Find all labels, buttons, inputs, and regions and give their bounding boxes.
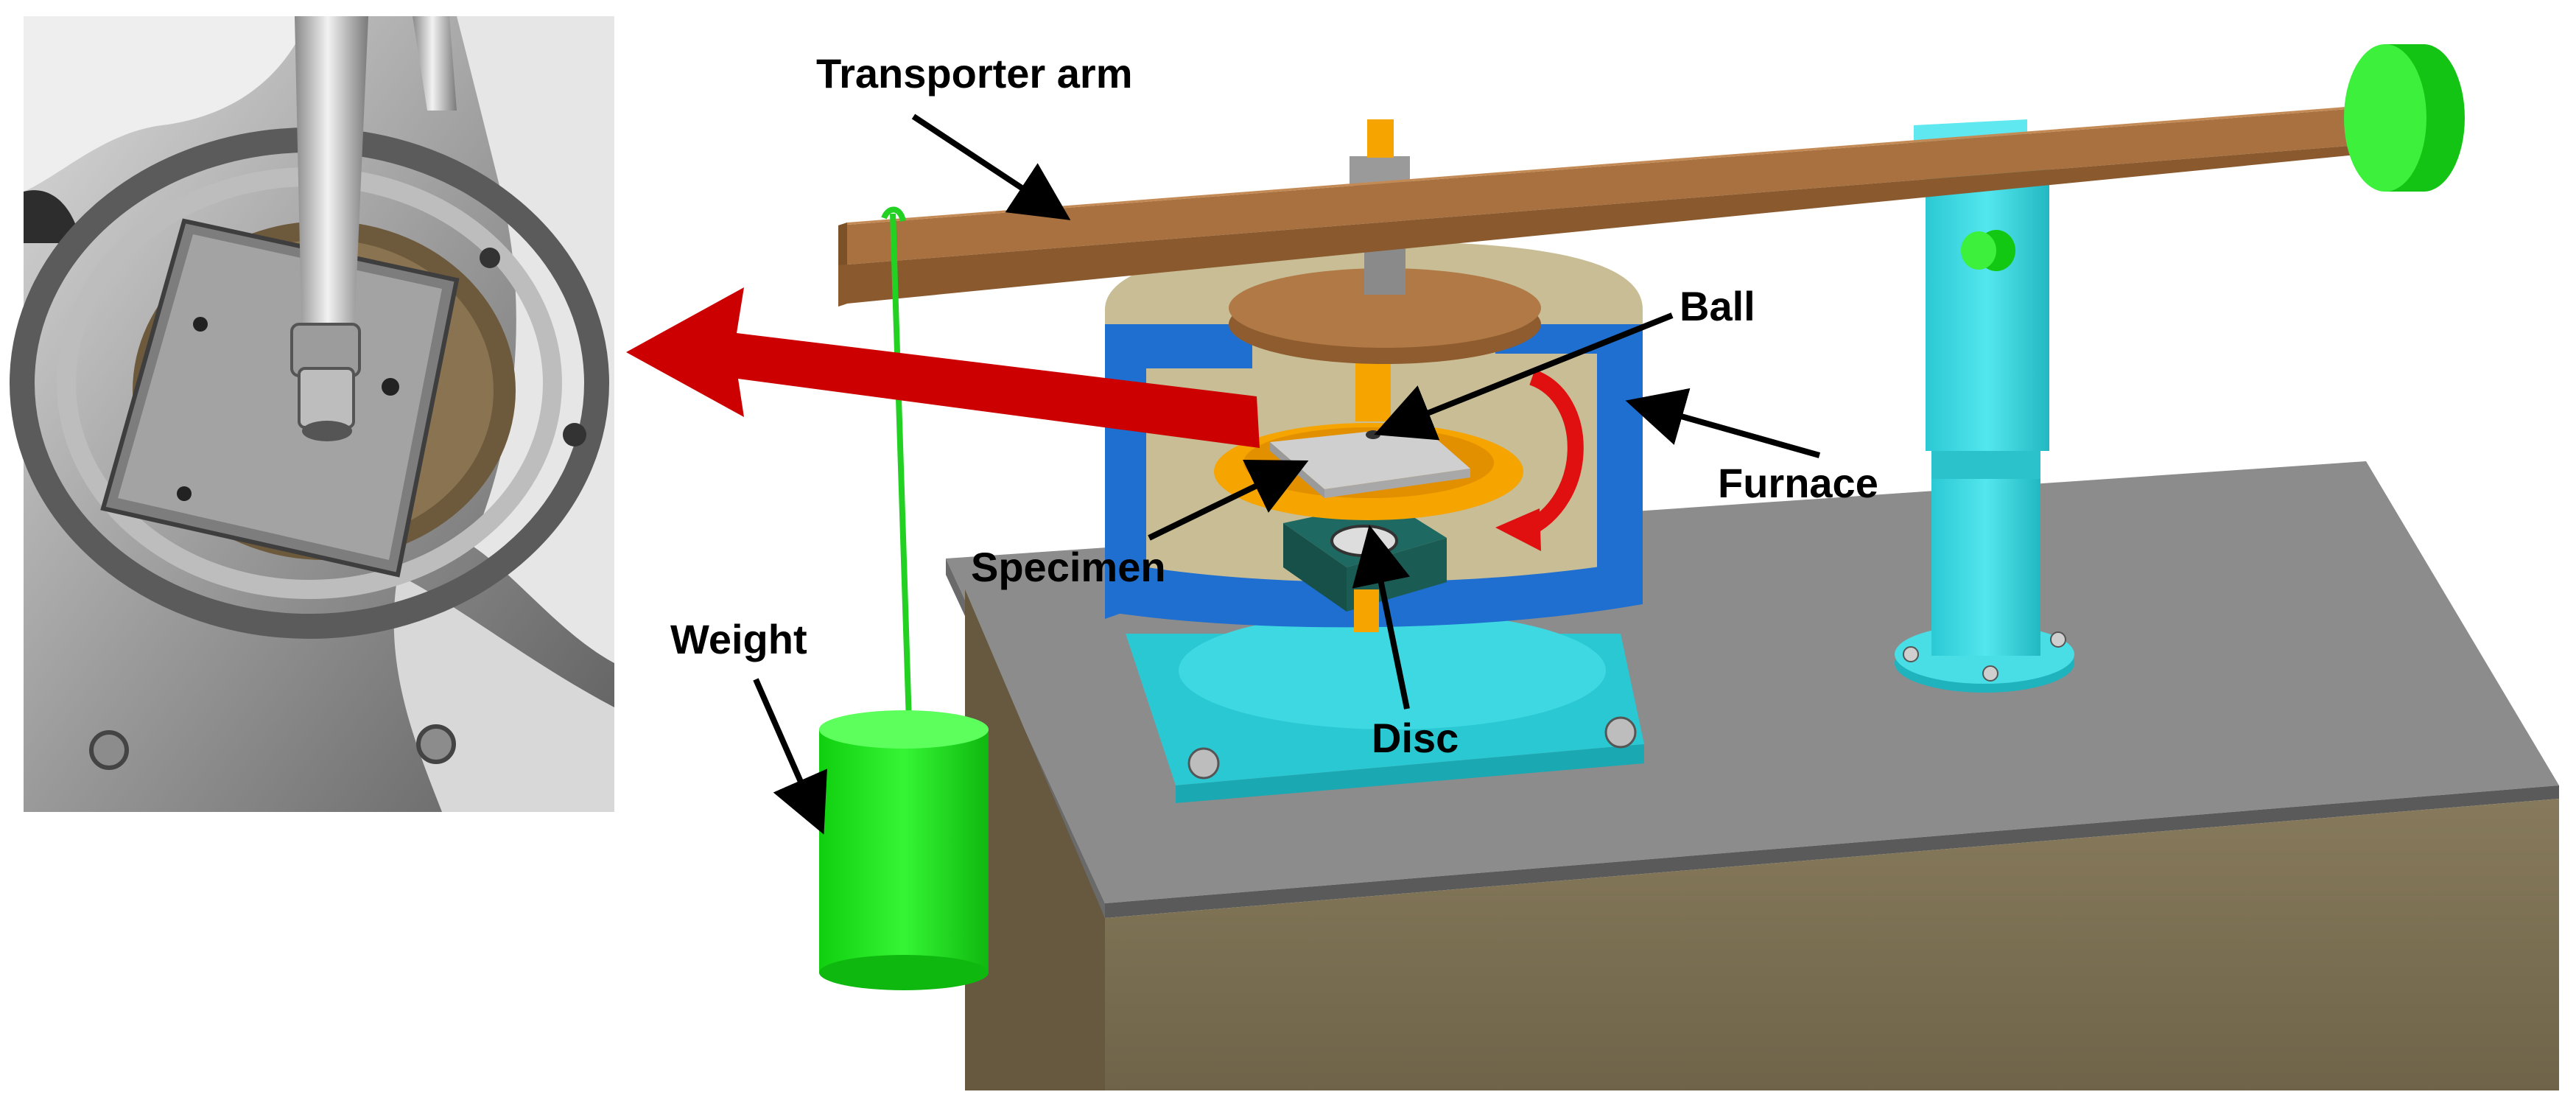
disc-label: Disc [1372, 715, 1459, 761]
weight-arrow [753, 678, 827, 835]
weight-label: Weight [670, 616, 807, 662]
transporter-arm-label: Transporter arm [816, 50, 1133, 97]
specimen-label: Specimen [971, 544, 1166, 590]
furnace-arrow [1625, 388, 1821, 458]
transporter-arm [838, 44, 2465, 307]
furnace-label: Furnace [1718, 460, 1878, 506]
ball-label: Ball [1680, 283, 1755, 329]
specimen-arrow [1148, 459, 1309, 541]
callout-arrows [753, 113, 1821, 835]
disc-arrow [1352, 525, 1411, 710]
rotation-arrow [1495, 369, 1584, 551]
photo-inset [10, 16, 614, 812]
ball-arrow [1374, 312, 1674, 441]
hanging-weight [819, 206, 989, 990]
transporter-arm-arrow [911, 113, 1071, 220]
link-arrow [626, 287, 1260, 448]
